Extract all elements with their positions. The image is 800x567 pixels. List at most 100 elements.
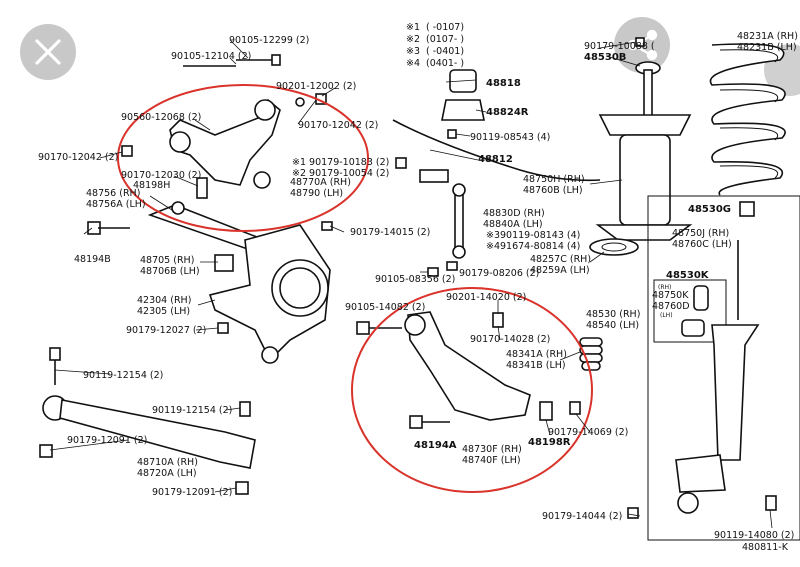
shock-lower-eye	[677, 492, 699, 514]
label-90201-14020: 90201-14020 (2)	[446, 292, 526, 303]
legend-4-mark: ※4	[406, 58, 420, 69]
label-90105-08356: 90105-08356 (2)	[375, 274, 455, 285]
bolt-90119-12154-b	[239, 401, 251, 417]
bracket-48824R	[441, 99, 485, 121]
spring-seat	[595, 224, 693, 241]
label-48824R: 48824R	[486, 107, 529, 118]
legend-2-mark: ※2	[406, 34, 420, 45]
upper-arm-48770A	[169, 98, 281, 186]
bumper-48750K	[693, 285, 709, 311]
link-upper-joint	[452, 183, 466, 197]
nut-90179-12091	[39, 444, 53, 458]
label-90105-14082: 90105-14082 (2)	[345, 302, 425, 313]
label-48840A: 48840A (LH)	[483, 219, 543, 230]
label-48740F: 48740F (LH)	[462, 455, 521, 466]
label-48194A: 48194A	[414, 440, 457, 451]
label-48257C: 48257C (RH)	[530, 254, 591, 265]
label-48770A: 48770A (RH)	[290, 177, 351, 188]
stabilizer-group	[392, 69, 601, 277]
bushing-48198R	[539, 401, 553, 421]
label-48259A: 48259A (LH)	[530, 265, 590, 276]
toe-rod-group	[39, 347, 256, 495]
label-90201-12002: 90201-12002 (2)	[276, 81, 356, 92]
bushing-48198H	[196, 177, 208, 199]
nut-90179-14015	[321, 221, 333, 231]
label-48750J: 48750J (RH)	[672, 228, 729, 239]
bolt-head-a	[271, 54, 281, 66]
arm-bushing-front	[169, 131, 191, 153]
insulator-48257C	[589, 238, 639, 256]
stabilizer-link-48830D	[454, 189, 464, 251]
label-48750K: 48750K	[652, 290, 689, 301]
label-48730F: 48730F (RH)	[462, 444, 522, 455]
label-48540: 48540 (LH)	[586, 320, 639, 331]
label-90179-12091-a: 90179-12091 (2)	[67, 435, 147, 446]
label-90179-10183: ※1 90179-10183 (2)	[292, 157, 389, 168]
nut-90179-12091-b	[235, 481, 249, 495]
highlight-circle-lower-arm	[351, 287, 593, 493]
label-90119-08543: 90119-08543 (4)	[470, 132, 550, 143]
nut-90179-08206	[446, 261, 458, 271]
knuckle-lower-eye	[261, 346, 279, 364]
adjuster-48756	[214, 254, 234, 272]
stabilizer-end	[419, 169, 449, 183]
label-90179-14069: 90179-14069 (2)	[548, 427, 628, 438]
nut-90179-14044	[627, 507, 639, 519]
label-box-rh: (RH)	[658, 284, 671, 291]
label-48790: 48790 (LH)	[290, 188, 343, 199]
label-48812: 48812	[478, 154, 513, 165]
coil-spring-48231A	[709, 43, 786, 196]
label-48760B: 48760B (LH)	[523, 185, 583, 196]
label-48760D: 48760D	[652, 301, 690, 312]
bolt-head-48194A	[409, 415, 423, 429]
arm-bushing-rear	[254, 99, 276, 121]
highlight-circle-upper-arm	[117, 84, 369, 232]
label-48720A: 48720A (LH)	[137, 468, 197, 479]
knuckle-group	[208, 221, 333, 364]
label-48760C: 48760C (LH)	[672, 239, 732, 250]
label-90560-12068: 90560-12068 (2)	[121, 112, 201, 123]
label-42304: 42304 (RH)	[137, 295, 191, 306]
label-90179-10054: ※2 90179-10054 (2)	[292, 168, 389, 179]
legend-3-mark: ※3	[406, 46, 420, 57]
label-90119-12154-a: 90119-12154 (2)	[83, 370, 163, 381]
ball-joint	[253, 171, 271, 189]
label-90170-12042-left: 90170-12042 (2)	[38, 152, 118, 163]
legend-2-text: (0107- )	[426, 34, 464, 45]
bolt-head-90105-14082	[356, 321, 370, 335]
label-90179-12091-b: 90179-12091 (2)	[152, 487, 232, 498]
label-90170-14028: 90170-14028 (2)	[470, 334, 550, 345]
label-90179-10088: 90179-10088 (	[584, 41, 655, 52]
label-48756A: 48756A (LH)	[86, 199, 146, 210]
label-90119-12154-b: 90119-12154 (2)	[152, 405, 232, 416]
close-button[interactable]	[20, 24, 76, 80]
label-48198R: 48198R	[528, 437, 571, 448]
label-48194B: 48194B	[74, 254, 111, 265]
label-48710A: 48710A (RH)	[137, 457, 198, 468]
label-480811-K: 480811-K	[742, 542, 789, 553]
link-48705-end	[171, 201, 185, 215]
label-48198H: 48198H	[133, 180, 170, 191]
dust-boot	[619, 134, 671, 226]
legend-1-mark: ※1	[406, 22, 420, 33]
washer-90201-14020	[492, 312, 504, 328]
link-lower-joint	[452, 245, 466, 259]
stabilizer-bar-48812	[392, 119, 601, 182]
label-48750H: 48750H (RH)	[523, 174, 585, 185]
label-48530G: 48530G	[688, 204, 731, 215]
washer-90201	[295, 97, 305, 107]
nut-90179-14069	[569, 401, 581, 415]
label-90170-12042-right: 90170-12042 (2)	[298, 120, 378, 131]
label-90119-14080: 90119-14080 (2)	[714, 530, 794, 541]
label-42305: 42305 (LH)	[137, 306, 190, 317]
kit-box-outline	[647, 195, 800, 541]
bolt-90119-08543	[447, 129, 457, 139]
spring-coil-shading	[719, 49, 778, 179]
shock-body-48530	[711, 324, 760, 461]
label-48231B: 48231B (LH)	[737, 42, 797, 53]
label-box-lh: (LH)	[660, 312, 673, 319]
nut-90170-12042-left	[121, 145, 133, 157]
bumper-48760D	[681, 319, 705, 337]
